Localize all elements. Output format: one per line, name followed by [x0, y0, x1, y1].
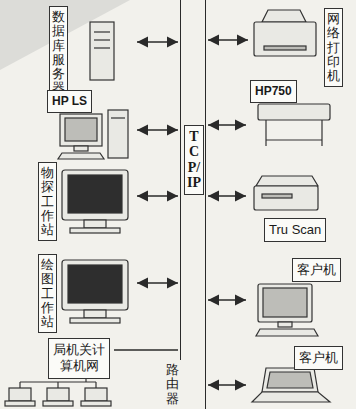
network-label: 局机关计算机网: [48, 338, 110, 379]
small-pc: [85, 388, 107, 401]
workstation-label: 物探工作站: [38, 162, 57, 241]
keyboard: [58, 153, 104, 159]
small-pc: [9, 388, 31, 401]
crt-monitor: [62, 260, 128, 310]
monitor: [60, 114, 102, 146]
server-tower: [90, 22, 114, 80]
monitor-base: [70, 228, 120, 233]
small-pc-base: [43, 401, 73, 406]
drive-slot: [111, 117, 125, 118]
client-label: 客户机: [292, 258, 341, 282]
link-arrow: [208, 195, 246, 197]
small-pc: [47, 388, 69, 401]
tcpip-bus: TCP/IP: [184, 125, 204, 195]
monitor: [258, 284, 312, 322]
device-group: 客户机: [248, 344, 345, 406]
printer-body: [254, 22, 316, 56]
monitor-stand: [84, 310, 106, 318]
screen: [267, 372, 313, 388]
link-arrow: [137, 282, 178, 284]
link-arrow: [208, 124, 246, 126]
link-arrow: [114, 349, 178, 351]
crt-monitor: [62, 170, 128, 220]
screen: [263, 288, 307, 317]
laptop-base: [252, 392, 330, 402]
plotter-body: [258, 104, 330, 120]
device-group: 数据库服务器: [45, 4, 135, 102]
device-group: 物探工作站: [36, 160, 135, 244]
pc-tower: [108, 110, 128, 158]
small-pc-base: [5, 401, 35, 406]
plotter-bar: [266, 139, 322, 140]
lan-wire: [57, 382, 58, 388]
link-arrow: [137, 129, 178, 131]
device-group: HP LS: [45, 88, 135, 162]
drive-slot: [94, 39, 110, 40]
link-arrow: [137, 41, 178, 43]
plotter-leg: [265, 120, 266, 146]
device-group: HP750: [248, 78, 338, 152]
screen: [65, 118, 97, 141]
drive-slot: [94, 31, 110, 32]
device-group: 网络打印机: [250, 4, 348, 92]
network-bus: TCP/IP: [180, 0, 206, 409]
lan-wire: [19, 382, 20, 388]
plotter-label: HP750: [250, 80, 297, 103]
monitor-stand: [84, 220, 106, 228]
server-label: 数据库服务器: [49, 6, 68, 100]
workstation-label: 绘图工作站: [38, 254, 57, 333]
device-group: 客户机: [248, 256, 343, 338]
link-arrow: [208, 39, 248, 41]
paper-tray: [262, 10, 306, 22]
paper-slot: [264, 46, 306, 50]
keyboard: [256, 329, 318, 336]
laptop-screen: [262, 368, 318, 392]
scanner-panel: [262, 194, 292, 198]
router-label: 路由器: [164, 360, 181, 409]
device-group: 局机关计算机网: [48, 338, 112, 381]
plotter-leg: [321, 120, 322, 146]
link-arrow: [137, 195, 178, 197]
workstation-label: HP LS: [47, 90, 92, 113]
client-label: 客户机: [294, 346, 343, 370]
monitor-stand: [278, 322, 292, 327]
small-pc-base: [81, 401, 111, 406]
link-arrow: [208, 299, 246, 301]
scanner-body: [254, 186, 318, 210]
device-group: 绘图工作站: [36, 252, 135, 336]
monitor-base: [70, 318, 120, 323]
scanner-label: Tru Scan: [264, 218, 326, 242]
lan-wire: [95, 382, 96, 388]
link-arrow: [208, 384, 246, 386]
printer-label: 网络打印机: [324, 8, 343, 87]
screen: [68, 175, 122, 213]
scanner-lid: [256, 176, 318, 186]
device-group: Tru Scan: [248, 170, 340, 245]
drive-slot: [94, 47, 110, 48]
screen: [68, 265, 122, 303]
monitor-stand: [74, 146, 88, 151]
